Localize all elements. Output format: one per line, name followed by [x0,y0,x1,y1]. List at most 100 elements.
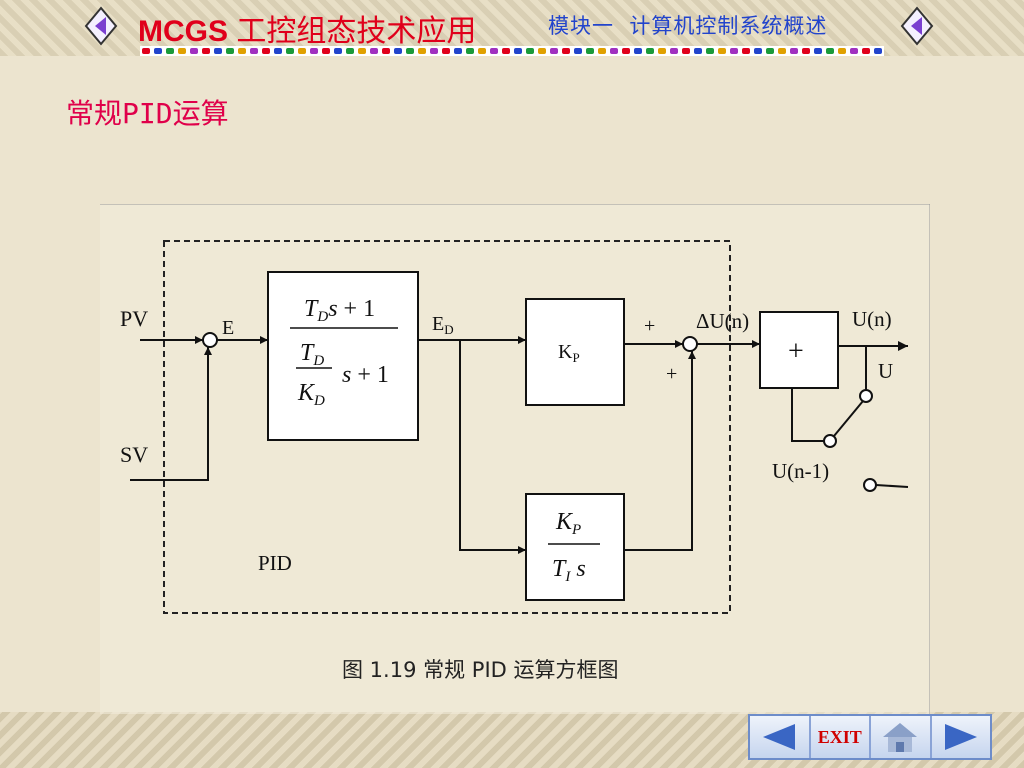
rule-dot [286,48,294,54]
rule-dot [142,48,150,54]
rule-dot [334,48,342,54]
module-title: 模块一 计算机控制系统概述 [548,14,828,38]
kp-block [525,298,625,406]
summing-junction-1 [202,332,218,348]
rule-dot [466,48,474,54]
rule-dot [742,48,750,54]
home-button[interactable] [871,716,932,758]
rule-dot [190,48,198,54]
rule-dot [550,48,558,54]
derivative-block [267,271,419,441]
rule-dot [766,48,774,54]
rule-dot [850,48,858,54]
kp-label: KP [558,341,580,365]
rule-dot [202,48,210,54]
slide-nav-bar: EXIT [748,714,992,760]
plus-top-label: + [644,315,655,337]
section-heading: 常规PID运算 [66,97,229,130]
e-label: E [222,317,234,339]
rule-dot [454,48,462,54]
switch-contact-bottom [823,434,837,448]
rule-dot [538,48,546,54]
rule-dot [838,48,846,54]
rule-dot [814,48,822,54]
pid-label: PID [258,551,292,575]
rule-dot [514,48,522,54]
rule-dot [622,48,630,54]
rule-dot [214,48,222,54]
rule-dot [526,48,534,54]
plus-bottom-label: + [666,363,677,385]
u-n-label: U(n) [852,307,892,331]
decorative-dot-rule [140,46,884,56]
rule-dot [250,48,258,54]
figure-caption: 图 1.19 常规 PID 运算方框图 [342,658,619,682]
pv-label: PV [120,306,148,331]
rule-dot [490,48,498,54]
summing-junction-2 [682,336,698,352]
u-label: U [878,359,893,383]
rule-dot [502,48,510,54]
rule-dot [430,48,438,54]
rule-dot [226,48,234,54]
rule-dot [754,48,762,54]
course-title: MCGS 工控组态技术应用 [138,15,477,48]
delta-u-label: ΔU(n) [696,309,749,333]
left-arrow-icon [763,724,796,750]
integral-block [525,493,625,601]
adder-block [759,311,839,389]
rule-dot [382,48,390,54]
rule-dot [406,48,414,54]
rule-dot [358,48,366,54]
home-icon [883,723,918,752]
rule-dot [658,48,666,54]
rule-dot [418,48,426,54]
rule-dot [274,48,282,54]
rule-dot [826,48,834,54]
rule-dot [394,48,402,54]
rule-dot [478,48,486,54]
rule-dot [802,48,810,54]
rule-dot [730,48,738,54]
rule-dot [346,48,354,54]
rule-dot [862,48,870,54]
rule-dot [598,48,606,54]
rule-dot [706,48,714,54]
rule-dot [298,48,306,54]
rule-dot [778,48,786,54]
rule-dot [310,48,318,54]
pid-boundary [163,240,731,614]
svg-text:s + 1: s + 1 [342,362,389,388]
rule-dot [634,48,642,54]
rule-dot [370,48,378,54]
rule-dot [238,48,246,54]
ed-label: ED [432,313,454,337]
rule-dot [718,48,726,54]
u-n1-label: U(n-1) [772,459,829,483]
exit-label: EXIT [817,726,862,747]
next-slide-icon[interactable] [900,6,934,46]
pid-block-diagram: TDs + 1 TD KD s + 1 KP TI s PV SV E ED K… [100,204,930,714]
rule-dot [262,48,270,54]
rule-dot [694,48,702,54]
rule-dot [610,48,618,54]
exit-button[interactable]: EXIT [810,716,871,758]
rule-dot [790,48,798,54]
right-arrow-icon [944,724,977,750]
rule-dot [154,48,162,54]
rule-dot [670,48,678,54]
svg-text:TI s: TI s [552,556,586,585]
rule-dot [322,48,330,54]
rule-dot [562,48,570,54]
rule-dot [874,48,882,54]
rule-dot [586,48,594,54]
prev-slide-icon[interactable] [84,6,118,46]
rule-dot [178,48,186,54]
next-button[interactable] [931,716,990,758]
rule-dot [682,48,690,54]
rule-dot [574,48,582,54]
svg-text:TDs + 1: TDs + 1 [304,296,375,325]
prev-button[interactable] [750,716,811,758]
switch-contact-top [859,389,873,403]
adder-label: + [788,336,804,367]
